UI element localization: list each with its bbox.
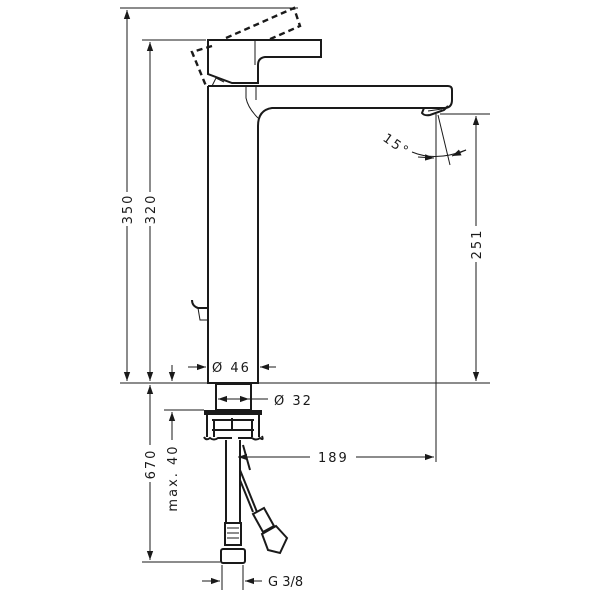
dim-251-label: 251 xyxy=(470,229,485,260)
dim-g38-label: G 3/8 xyxy=(268,575,303,590)
dim-189-label: 189 xyxy=(318,451,349,466)
hose-angled xyxy=(239,444,289,555)
aerator xyxy=(420,105,449,117)
dimension-lines xyxy=(120,7,490,590)
dim-670-label: 670 xyxy=(144,449,159,480)
drain-lever xyxy=(191,299,208,321)
dim-320-label: 320 xyxy=(144,194,159,225)
dim-d32-label: Ø 32 xyxy=(274,394,313,409)
dim-angle-label: 15° xyxy=(380,131,412,160)
handle-open-position-dashed xyxy=(190,6,302,87)
shank-and-mounting xyxy=(203,383,264,441)
hose-straight xyxy=(220,440,246,564)
dim-d46-label: Ø 46 xyxy=(212,361,251,376)
dim-350-label: 350 xyxy=(121,194,136,225)
faucet-body xyxy=(207,85,453,384)
handle xyxy=(207,39,322,87)
dim-max40-label: max. 40 xyxy=(166,444,181,511)
